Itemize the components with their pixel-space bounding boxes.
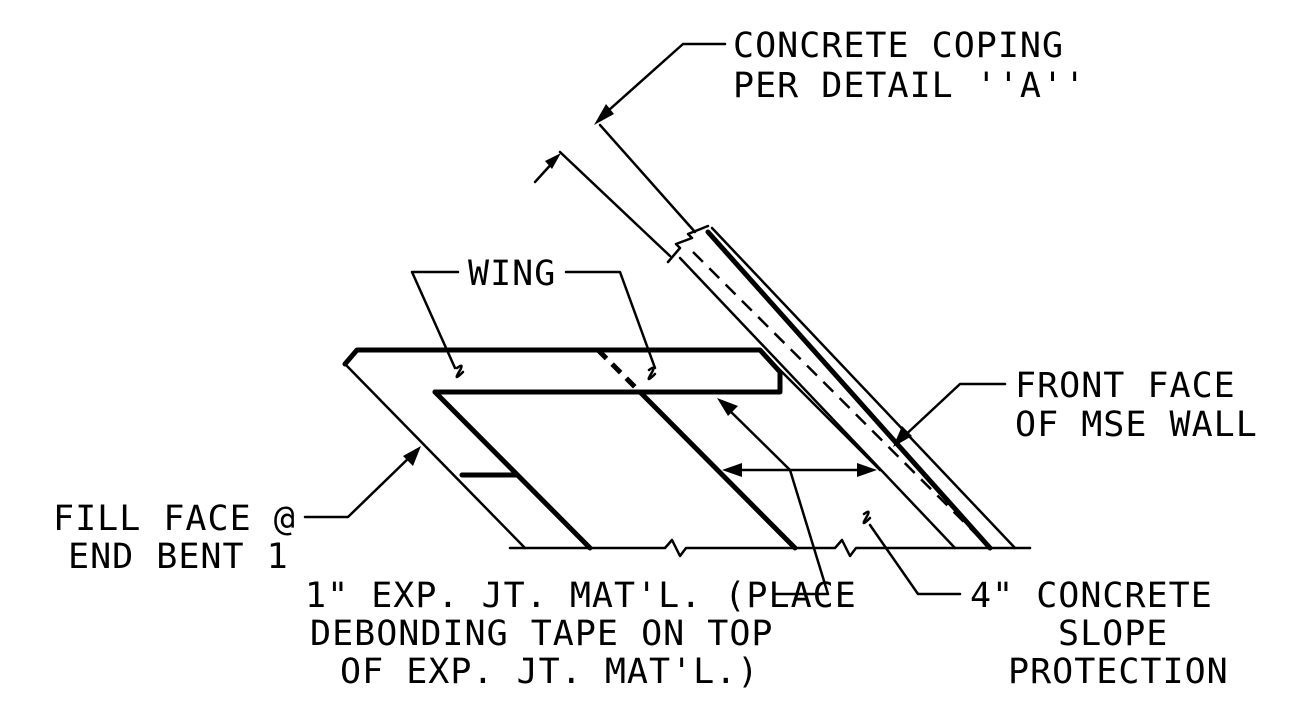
expansion-joint-thick [637, 389, 798, 551]
exp-jt-label-line2: DEBONDING TAPE ON TOP [310, 614, 774, 654]
slope-label-line3: PROTECTION [1008, 652, 1229, 692]
front-face-leader-arrow [893, 426, 912, 447]
slope-label-line1: 4" CONCRETE [970, 576, 1213, 616]
exp-jt-leader [722, 403, 830, 596]
wing-wall-connection [758, 348, 882, 472]
front-face-label-line2: OF MSE WALL [1015, 405, 1258, 445]
exp-jt-label-line3: OF EXP. JT. MAT'L.) [340, 652, 759, 692]
exp-jt-leader-arrow [717, 398, 738, 416]
fill-face-leader-arrow [403, 446, 421, 466]
slope-break [862, 510, 872, 525]
wing-break-right [647, 366, 657, 381]
coping-leader [598, 42, 727, 120]
dimension-arrow-right [857, 463, 877, 477]
fill-face-inner-edge [432, 389, 593, 551]
wing-slab [342, 347, 882, 551]
fill-face-label-line1: FILL FACE @ [53, 499, 296, 539]
wing-break-left [455, 364, 465, 379]
fill-face-outer-edge [343, 362, 527, 550]
wall-right-line [710, 226, 1017, 550]
coping-inner-edge [558, 150, 672, 258]
slope-leader [868, 523, 962, 596]
coping-label-line1: CONCRETE COPING [733, 26, 1064, 66]
fill-face-label-line2: END BENT 1 [68, 537, 289, 577]
wing-leader-right [564, 270, 657, 370]
front-face-leader [898, 382, 1007, 442]
wall-dashed-face [692, 251, 991, 549]
exp-jt-label-line1: 1" EXP. JT. MAT'L. (PLACE [305, 576, 857, 616]
coping-label-line2: PER DETAIL ''A'' [733, 66, 1086, 106]
fill-face-leader [303, 451, 416, 519]
wall-thick-face [705, 229, 993, 551]
ground-line [508, 538, 1032, 558]
coping-leader-arrow [594, 104, 614, 125]
coping-break-symbol [666, 224, 710, 264]
dimension-arrow-left [722, 463, 742, 477]
wing-top-edge [342, 347, 783, 395]
coping-outer-edge [598, 123, 697, 234]
wing-leader-left [410, 270, 460, 370]
coping-width-arrow [545, 153, 561, 169]
slope-label-line2: SLOPE [1058, 614, 1168, 654]
wing-label: WING [468, 254, 556, 294]
mse-wall-band [558, 123, 1017, 551]
expansion-joint-dashed [596, 348, 642, 394]
wall-outer-line [678, 256, 957, 550]
front-face-label-line1: FRONT FACE [1015, 366, 1236, 406]
